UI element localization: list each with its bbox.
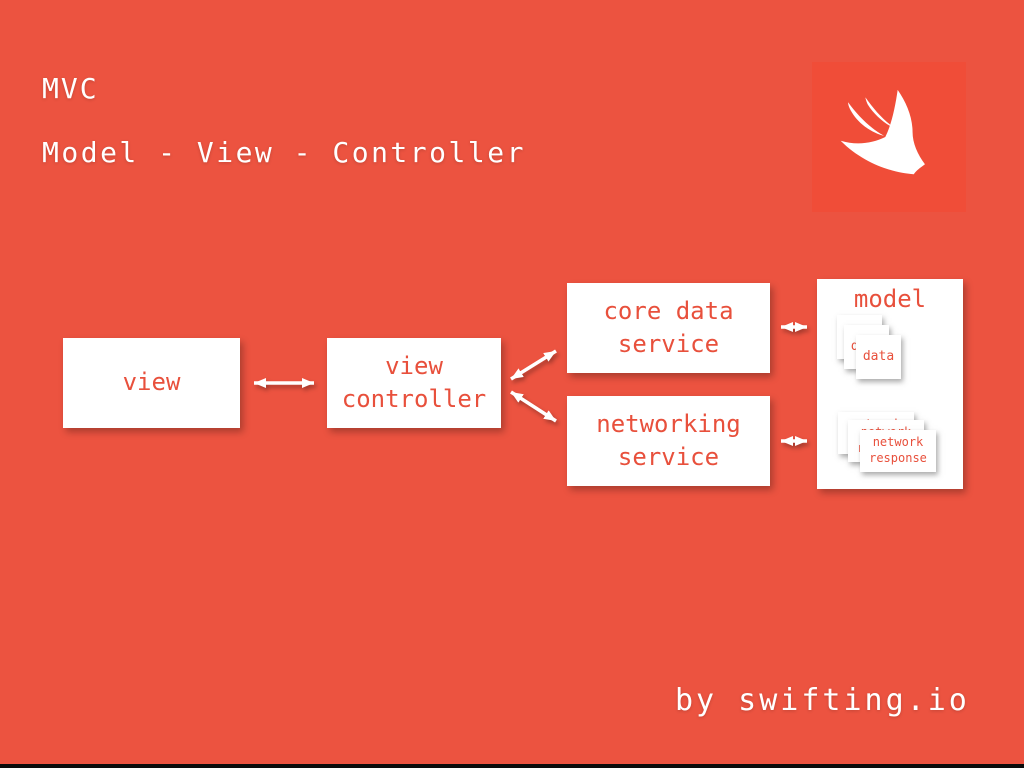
bottom-bar (0, 764, 1024, 768)
node-core-data-service-label: core data service (603, 296, 734, 358)
node-model-label: model (853, 285, 927, 313)
credit-text: by swifting.io (675, 683, 970, 718)
slide-subtitle: Model - View - Controller (42, 136, 526, 169)
node-view-controller-label: view controller (341, 351, 487, 413)
node-model: model data data data network response ne… (817, 279, 963, 489)
arrow-viewcontroller-coredata (510, 349, 557, 381)
swift-logo (812, 62, 966, 212)
node-networking-service: networking service (567, 396, 770, 486)
swift-bird-icon (840, 89, 925, 175)
node-view-label: view (122, 368, 181, 397)
node-core-data-service: core data service (567, 283, 770, 373)
node-view-controller: view controller (327, 338, 501, 428)
data-card: data (856, 335, 901, 379)
slide-title: MVC (42, 72, 99, 105)
node-networking-service-label: networking service (596, 409, 741, 471)
arrow-viewcontroller-networking (510, 390, 557, 423)
node-view: view (63, 338, 240, 428)
network-response-card: network response (860, 430, 936, 472)
